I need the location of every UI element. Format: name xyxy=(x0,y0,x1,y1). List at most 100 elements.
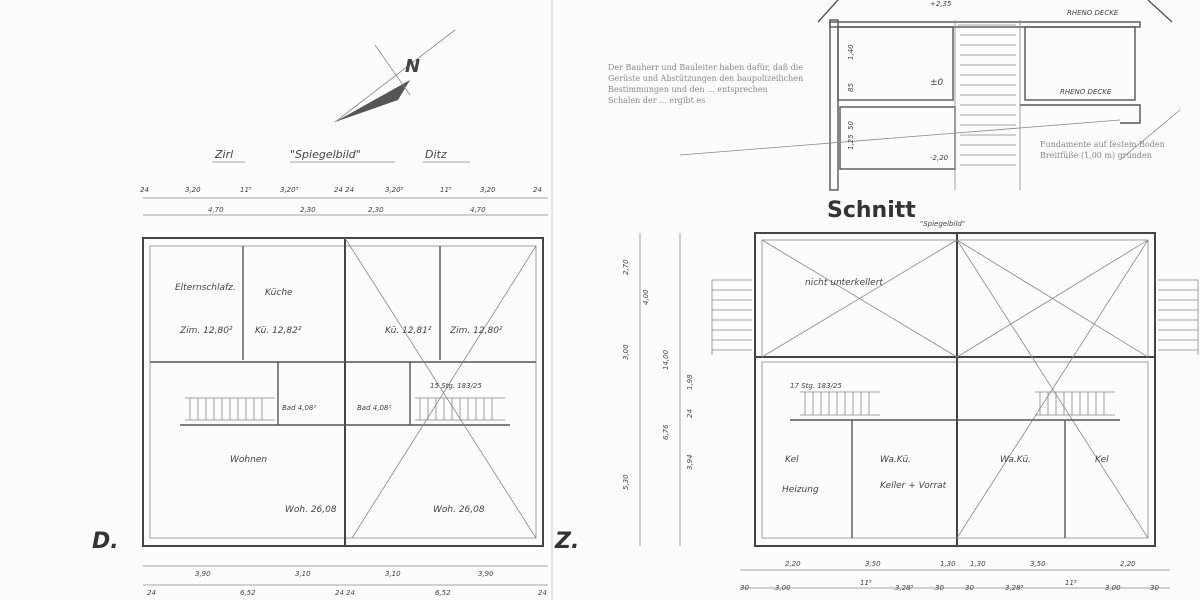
dimension-label: 3,50 xyxy=(1030,560,1046,568)
dimension-label: 15 Stg. 183/25 xyxy=(430,382,482,390)
title-center: "Spiegelbild" xyxy=(290,148,361,161)
stamp-text-left: Der Bauherr und Bauleiter haben dafür, d… xyxy=(608,63,803,105)
dimension-label: Bad 4,08² xyxy=(357,404,391,412)
dimension-label: +2,35 xyxy=(930,0,952,8)
dimension-label: 5,30 xyxy=(622,474,630,490)
dimension-label: 2,20 xyxy=(1120,560,1136,568)
dimension-label: 24 xyxy=(686,409,694,418)
dimension-label: Keller + Vorrat xyxy=(880,481,947,491)
title-right: Ditz xyxy=(425,148,447,161)
dimension-label: 1,30 xyxy=(970,560,986,568)
dimension-label: 30 xyxy=(1150,584,1159,592)
dimension-label: ±0 xyxy=(930,78,944,88)
dimension-label: 6,76 xyxy=(662,424,670,440)
dimension-label: 3,20⁵ xyxy=(385,186,404,194)
dimension-label: 3,20⁵ xyxy=(280,186,299,194)
plan-right-left-dims: 2,70 4,00 3,00 14,00 1,98 24 3,94 6,76 5… xyxy=(622,233,694,546)
dimension-label: 1,40 xyxy=(847,44,855,60)
dimension-label: Kü. 12,82² xyxy=(255,326,302,336)
dimension-label: 1,25 xyxy=(847,134,855,150)
dimension-label: 24 24 xyxy=(334,186,354,194)
dimension-label: Wa.Kü. xyxy=(880,455,911,465)
dimension-label: 1,30 xyxy=(940,560,956,568)
dimension-label: Kü. 12,81² xyxy=(385,326,432,336)
dimension-label: 3,50 xyxy=(865,560,881,568)
dimension-label: Wohnen xyxy=(230,455,267,465)
dimension-label: 4,00 xyxy=(642,289,650,305)
dimension-label: 30 xyxy=(965,584,974,592)
dimension-label: 11⁵ xyxy=(860,579,872,587)
dimension-label: Schalen der ... ergibt es xyxy=(608,96,705,105)
dimension-label: Fundamente auf festem Boden xyxy=(1040,140,1165,149)
dimension-label: 14,00 xyxy=(662,349,670,370)
dimension-label: 3,90 xyxy=(478,570,494,578)
dimension-label: Heizung xyxy=(782,485,819,495)
dimension-label: 2,30 xyxy=(300,206,316,214)
dimension-label: Wa.Kü. xyxy=(1000,455,1031,465)
dimension-label: 17 Stg. 183/25 xyxy=(790,382,842,390)
dimension-label: Bestimmungen und den ... entsprechen xyxy=(608,85,768,94)
section-subtitle: "Spiegelbild" xyxy=(920,220,965,228)
dimension-label: 3,90 xyxy=(195,570,211,578)
stamp-text-right: Fundamente auf festem Boden Breitfüße (1… xyxy=(1040,140,1165,160)
plan-left-top-dims: 24 3,20 11⁵ 3,20⁵ 24 24 3,20⁵ 11⁵ 3,20 2… xyxy=(140,186,542,214)
dimension-label: 3,28⁵ xyxy=(895,584,914,592)
section-drawing: +2,35 ±0 -2,20 RHENO DECKE RHENO DECKE 1… xyxy=(679,0,1181,191)
dimension-label: 24 24 xyxy=(335,589,355,597)
plan-left-room-labels: Elternschlafz. Zim. 12,80² Küche Kü. 12,… xyxy=(175,283,503,515)
dimension-label: Zim. 12,80² xyxy=(179,326,233,336)
dimension-label: 24 xyxy=(533,186,542,194)
dimension-label: 30 xyxy=(935,584,944,592)
dimension-label: Der Bauherr und Bauleiter haben dafür, d… xyxy=(608,63,803,72)
plan-right-room-labels: nicht unterkellert 17 Stg. 183/25 Kel He… xyxy=(782,278,1109,495)
dimension-label: -2,20 xyxy=(930,154,949,162)
dimension-label: 3,10 xyxy=(385,570,401,578)
dimension-label: 3,94 xyxy=(686,454,694,470)
dimension-label: Küche xyxy=(265,288,293,298)
dimension-label: Zim. 12,80² xyxy=(449,326,503,336)
dimension-label: 85 xyxy=(847,83,855,92)
plan-right-walls xyxy=(711,232,1199,547)
dimension-label: 4,70 xyxy=(470,206,486,214)
dimension-label: Kel xyxy=(785,455,799,465)
dimension-label: Elternschlafz. xyxy=(175,283,236,293)
dimension-label: 3,28⁵ xyxy=(1005,584,1024,592)
dimension-label: 24 xyxy=(140,186,149,194)
dimension-label: 4,70 xyxy=(208,206,224,214)
dimension-label: 24 xyxy=(147,589,156,597)
label-z: Z. xyxy=(554,529,579,554)
dimension-label: 3,20 xyxy=(480,186,496,194)
dimension-label: Bad 4,08² xyxy=(282,404,316,412)
plan-left-bottom-dims: 3,90 3,10 3,10 3,90 24 6,52 24 24 6,52 2… xyxy=(147,570,547,597)
dimension-label: 6,52 xyxy=(435,589,451,597)
dimension-label: 50 xyxy=(847,121,855,130)
dimension-label: 3,00 xyxy=(622,344,630,360)
label-d: D. xyxy=(92,529,119,554)
dimension-label: Gerüste und Abstützungen den baupolizeil… xyxy=(608,74,803,83)
dimension-label: 24 xyxy=(538,589,547,597)
dimension-label: Kel xyxy=(1095,455,1109,465)
dimension-label: 3,00 xyxy=(1105,584,1121,592)
plan-left-walls xyxy=(142,237,544,547)
dimension-label: RHENO DECKE xyxy=(1060,88,1112,96)
section-title: Schnitt xyxy=(827,198,916,223)
dimension-label: 11⁵ xyxy=(1065,579,1077,587)
dimension-label: 30 xyxy=(740,584,749,592)
north-label: N xyxy=(405,56,420,77)
dimension-label: 3,20 xyxy=(185,186,201,194)
north-arrow-icon: N xyxy=(334,29,456,123)
dimension-label: 2,20 xyxy=(785,560,801,568)
dimension-label: 6,52 xyxy=(240,589,256,597)
dimension-label: 3,10 xyxy=(295,570,311,578)
plan-right-bottom-dims: 2,20 3,50 1,30 1,30 3,50 2,20 30 3,00 11… xyxy=(740,560,1159,592)
dimension-label: Breitfüße (1,00 m) gründen xyxy=(1040,151,1152,160)
dimension-label: 11⁵ xyxy=(440,186,452,194)
dimension-label: RHENO DECKE xyxy=(1067,9,1119,17)
dimension-label: 2,30 xyxy=(368,206,384,214)
dimension-label: 2,70 xyxy=(622,259,630,275)
dimension-label: 3,00 xyxy=(775,584,791,592)
dimension-label: 11⁵ xyxy=(240,186,252,194)
dimension-label: nicht unterkellert xyxy=(805,278,883,288)
